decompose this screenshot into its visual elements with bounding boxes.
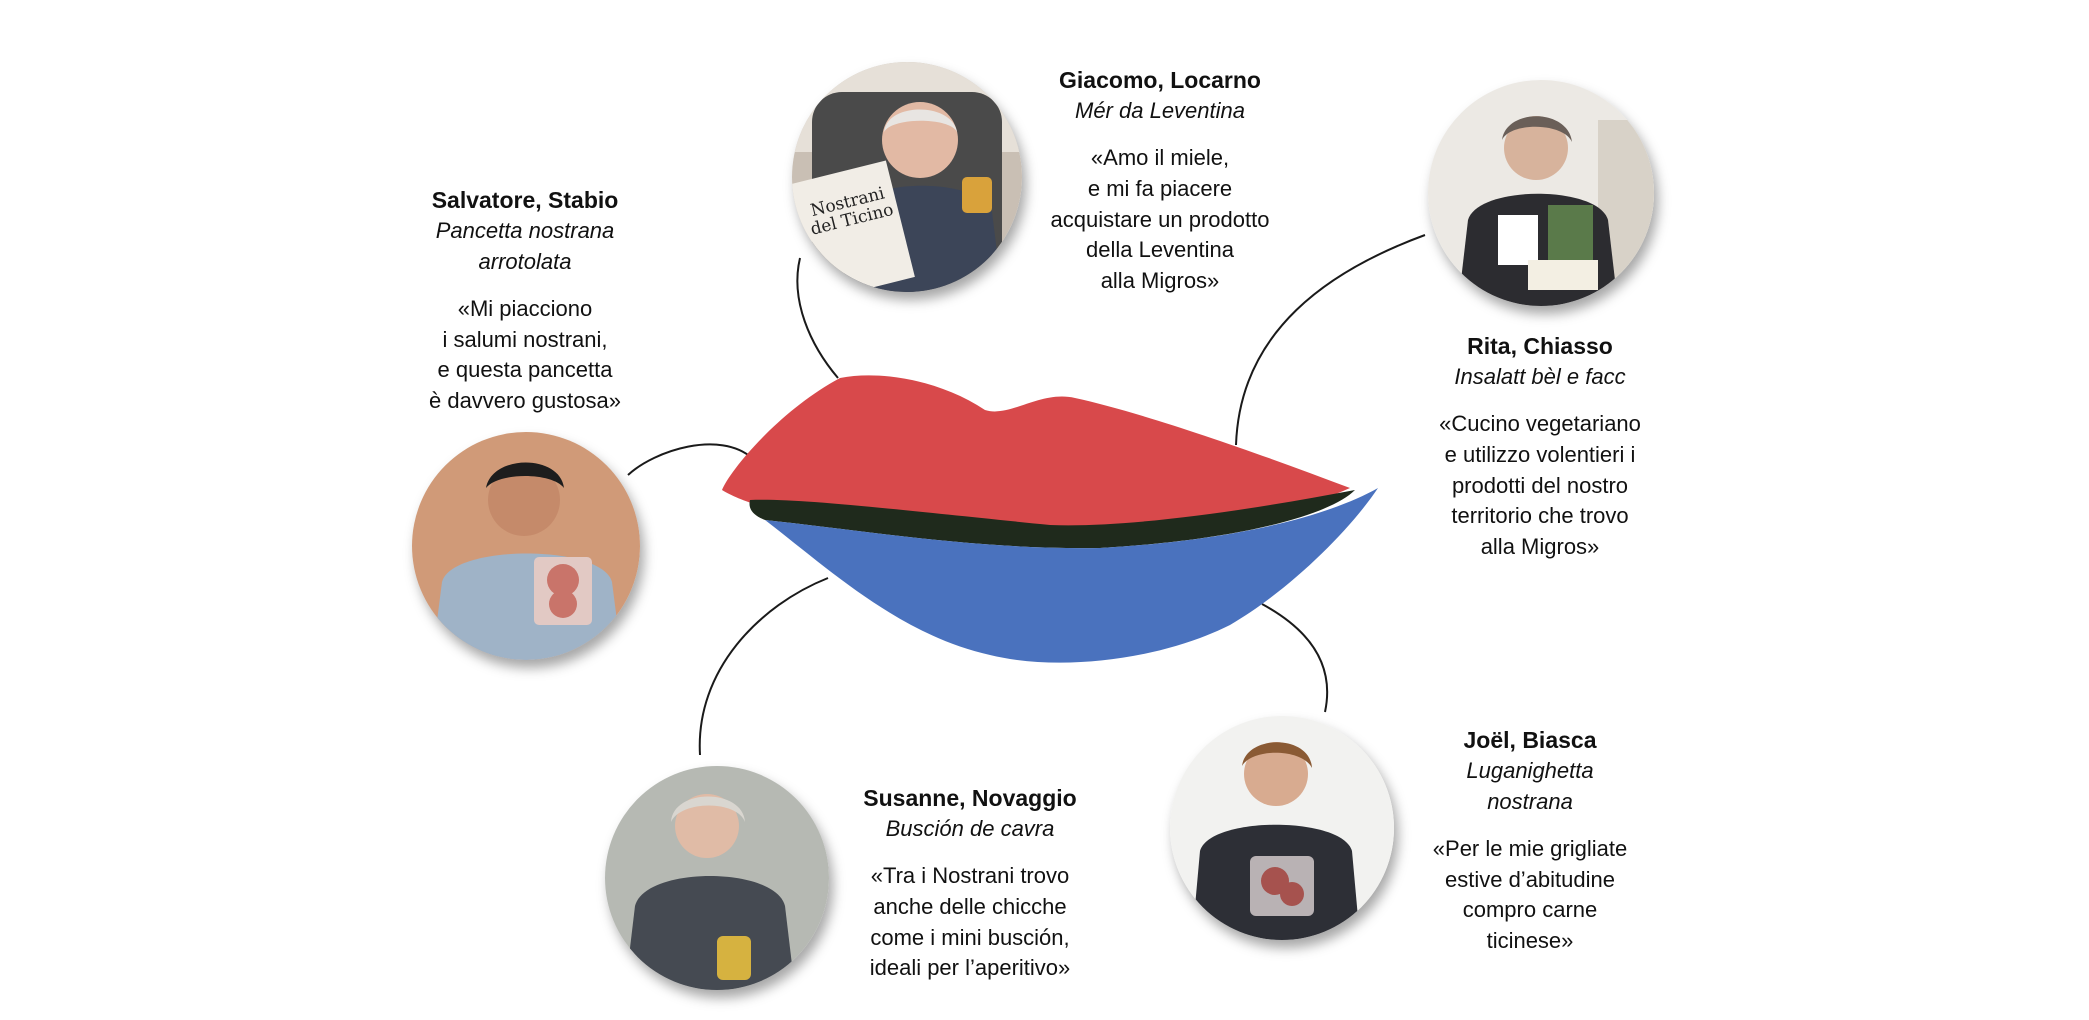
- connector-salvatore: [627, 443, 753, 476]
- person-name: Joël, Biasca: [1463, 727, 1597, 753]
- connector-giacomo: [796, 257, 839, 379]
- quote-text: «Amo il miele, e mi fa piacere acquistar…: [1050, 144, 1270, 294]
- caption-susanne: Susanne, Novaggio Busción de cavra «Tra …: [840, 782, 1100, 984]
- quote-text: «Mi piacciono i salumi nostrani, e quest…: [428, 295, 622, 414]
- connector-rita: [1235, 234, 1426, 446]
- caption-giacomo: Giacomo, Locarno Mér da Leventina «Amo i…: [1030, 64, 1290, 297]
- quote-text: «Tra i Nostrani trovo anche delle chicch…: [869, 862, 1071, 981]
- product-name: Luganighetta nostrana: [1466, 758, 1594, 814]
- quote-text: «Cucino vegetariano e utilizzo volentier…: [1439, 410, 1641, 560]
- portrait-photo-giacomo: Nostrani del Ticino: [792, 62, 1022, 292]
- connector-joel: [1261, 603, 1329, 713]
- caption-salvatore: Salvatore, Stabio Pancetta nostrana arro…: [400, 184, 650, 417]
- product-name: Pancetta nostrana arrotolata: [435, 218, 615, 274]
- caption-joel: Joël, Biasca Luganighetta nostrana «Per …: [1410, 724, 1650, 957]
- portrait-photo-susanne: [605, 766, 829, 990]
- product-name: Insalatt bèl e facc: [1454, 364, 1626, 390]
- person-name: Susanne, Novaggio: [863, 785, 1077, 811]
- portrait-photo: [1170, 716, 1394, 940]
- portrait-photo-salvatore: [412, 432, 640, 660]
- caption-rita: Rita, Chiasso Insalatt bèl e facc «Cucin…: [1410, 330, 1670, 563]
- portrait-photo-rita: [1428, 80, 1654, 306]
- portrait-photo: [605, 766, 829, 990]
- lips-illustration: [722, 375, 1378, 663]
- portrait-photo: [1428, 80, 1654, 306]
- product-name: Mér da Leventina: [1075, 98, 1245, 124]
- portrait-photo-joel: [1170, 716, 1394, 940]
- portrait-photo: [412, 432, 640, 660]
- product-name: Busción de cavra: [885, 816, 1055, 842]
- connector-susanne: [698, 577, 829, 756]
- person-name: Rita, Chiasso: [1467, 333, 1613, 359]
- person-name: Salvatore, Stabio: [431, 187, 619, 213]
- portrait-photo: [792, 62, 1022, 292]
- person-name: Giacomo, Locarno: [1059, 67, 1261, 93]
- quote-text: «Per le mie grigliate estive d’abitudine…: [1432, 835, 1628, 954]
